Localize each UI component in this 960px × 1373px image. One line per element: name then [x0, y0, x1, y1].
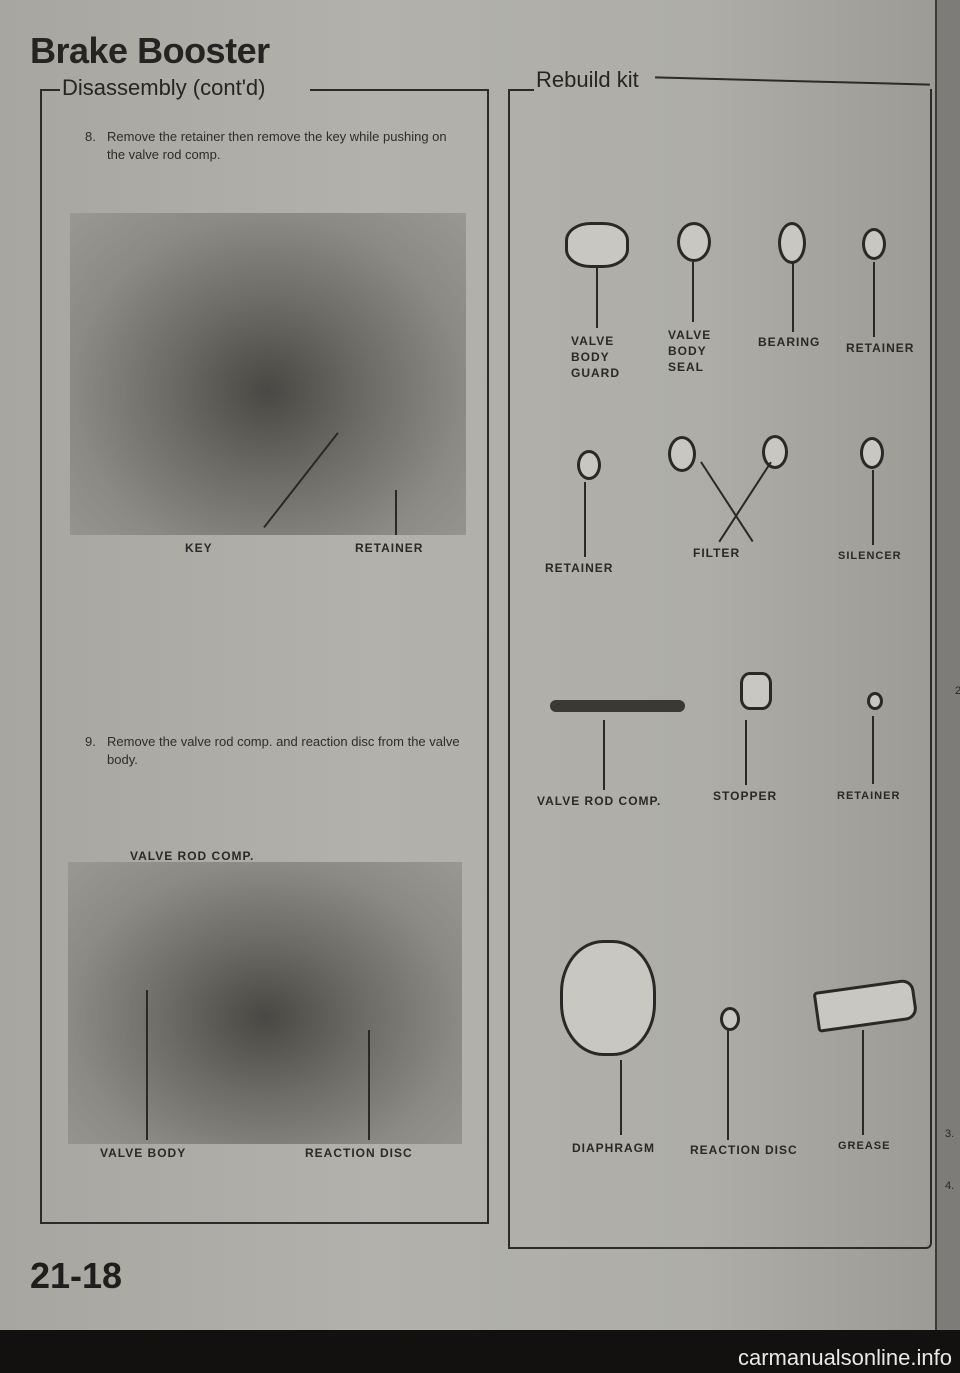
part-label: VALVE BODY SEAL: [668, 328, 712, 374]
label-reaction-disc: REACTION DISC: [305, 1146, 413, 1160]
part-label: RETAINER: [837, 790, 901, 802]
disassembly-box: [40, 89, 489, 1224]
part-label: RETAINER: [846, 341, 915, 355]
page-title: Brake Booster: [30, 30, 270, 71]
valve-body-guard-image: [565, 222, 629, 268]
retainer-image: [577, 450, 601, 480]
valve-rod-comp-image: [550, 700, 685, 712]
part-label: GREASE: [838, 1140, 891, 1152]
part-label: RETAINER: [545, 561, 614, 575]
retainer-image: [862, 228, 886, 260]
adjacent-mark: 4.: [945, 1180, 955, 1192]
part-label: STOPPER: [713, 789, 778, 803]
footer-strip: [0, 1330, 960, 1373]
bearing-image: [778, 222, 806, 264]
silencer-image: [860, 437, 884, 469]
retainer-image: [867, 692, 883, 710]
section-title-disassembly: Disassembly (cont'd): [62, 75, 266, 100]
part-label: VALVE BODY GUARD: [571, 334, 620, 380]
label-key: KEY: [185, 541, 213, 555]
rebuild-kit-box: [508, 89, 932, 1249]
page-number: 21-18: [30, 1255, 123, 1296]
photo-valve-body: [68, 862, 462, 1144]
part-label: FILTER: [693, 546, 741, 560]
part-label: BEARING: [758, 335, 821, 349]
label-retainer: RETAINER: [355, 541, 424, 555]
filter-image: [668, 436, 696, 472]
adjacent-mark: 3.: [945, 1128, 955, 1140]
label-valve-body: VALVE BODY: [100, 1146, 187, 1160]
stopper-image: [740, 672, 772, 710]
reaction-disc-image: [720, 1007, 740, 1031]
diaphragm-image: [560, 940, 656, 1056]
photo-key-retainer: [70, 213, 466, 535]
filter-image: [762, 435, 788, 469]
watermark: carmanualsonline.info: [737, 1345, 952, 1370]
adjacent-mark: 2: [955, 685, 960, 697]
adjacent-page-edge: [935, 0, 960, 1330]
part-label: SILENCER: [838, 550, 902, 562]
valve-body-seal-image: [677, 222, 711, 262]
part-label: REACTION DISC: [690, 1143, 798, 1157]
part-label: DIAPHRAGM: [572, 1141, 655, 1155]
part-label: VALVE ROD COMP.: [537, 794, 662, 808]
section-title-rebuild-kit: Rebuild kit: [536, 67, 639, 92]
label-valve-rod-comp: VALVE ROD COMP.: [130, 849, 255, 863]
